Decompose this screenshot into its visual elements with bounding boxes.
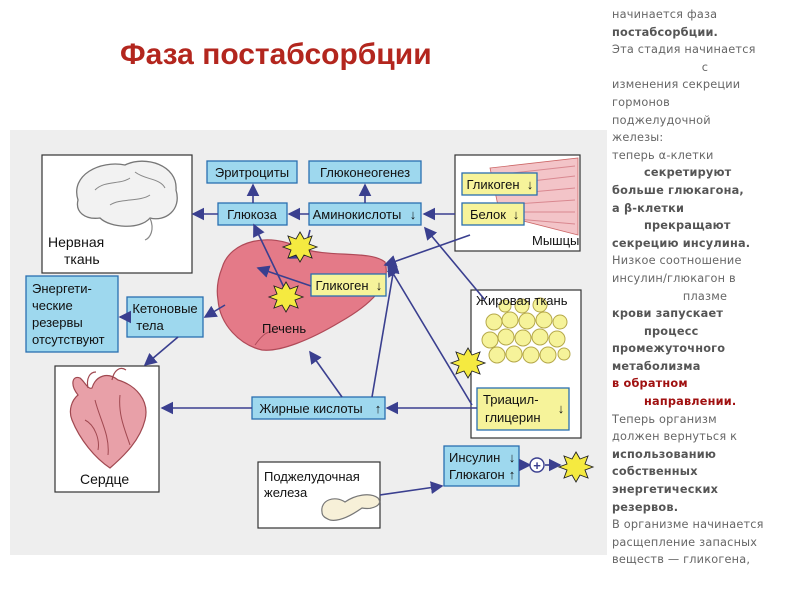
- plus-sign: +: [533, 458, 541, 473]
- side-line: инсулин/глюкагон в: [612, 271, 736, 285]
- muscle-glycogen-label: Гликоген: [466, 177, 519, 192]
- side-line: теперь α-клетки: [612, 148, 714, 162]
- pancreas-label-2: железа: [264, 485, 308, 500]
- liver-glycogen-down-arrow: ↓: [376, 278, 383, 293]
- side-line: постабсорбции.: [612, 25, 719, 39]
- amino-acids-down-arrow: ↓: [410, 207, 417, 222]
- side-line: веществ — гликогена,: [612, 553, 751, 567]
- ketone-box: Кетоновые тела: [126, 296, 204, 338]
- ketone-label-1: Кетоновые: [132, 301, 197, 316]
- side-line: использованию: [612, 447, 716, 461]
- side-line: Низкое соотношение: [612, 254, 742, 268]
- side-line: гормонов: [612, 95, 671, 109]
- energy-reserves-box: Энергети- ческие резервы отсутствуют: [25, 275, 119, 353]
- fatty-acids-up-arrow: ↑: [375, 401, 382, 416]
- side-line: поджелудочной: [612, 113, 711, 127]
- adipose-label: Жировая ткань: [476, 293, 568, 308]
- hormones-box: Инсулин ↓ Глюкагон ↑: [443, 445, 520, 487]
- side-text: начинается фаза постабсорбции. Эта стади…: [612, 0, 798, 600]
- side-line: процесс: [644, 324, 699, 338]
- fatty-acids-label: Жирные кислоты: [259, 401, 362, 416]
- side-line: больше глюкагона,: [612, 183, 744, 197]
- tag-label-2: глицерин: [485, 410, 541, 425]
- tag-down-arrow: ↓: [558, 401, 565, 416]
- protein-label: Белок: [470, 207, 506, 222]
- side-line: собственных: [612, 465, 698, 479]
- side-line: должен вернуться к: [612, 430, 738, 444]
- liver-glycogen-label: Гликоген: [315, 278, 368, 293]
- side-line: изменения секреции: [612, 78, 741, 92]
- pancreas-label-1: Поджелудочная: [264, 469, 360, 484]
- triacylglycerol-box: Триацил- глицерин ↓: [476, 387, 570, 431]
- heart-label: Сердце: [80, 471, 129, 487]
- side-line: прекращают: [644, 219, 731, 233]
- insulin-down-arrow: ↓: [509, 450, 516, 465]
- side-line: с: [701, 60, 709, 74]
- amino-acids-label: Аминокислоты: [313, 207, 402, 222]
- energy-label-3: резервы: [32, 315, 83, 330]
- gluconeogenesis-label: Глюконеогенез: [320, 165, 410, 180]
- erythrocytes-box: Эритроциты: [206, 160, 298, 184]
- side-line: в обратном: [612, 377, 688, 391]
- side-line: энергетических: [612, 483, 719, 497]
- side-line: метаболизма: [612, 359, 701, 373]
- side-line: а β-клетки: [612, 201, 685, 215]
- side-line: секретируют: [644, 166, 732, 180]
- side-line: железы:: [612, 131, 664, 145]
- fat-cells-icon: [481, 297, 571, 364]
- side-line: Эта стадия начинается: [612, 43, 756, 57]
- burst-icon: [267, 231, 595, 483]
- slide-title: Фаза постабсорбции: [120, 38, 432, 71]
- energy-label-1: Энергети-: [32, 281, 92, 296]
- glucagon-up-arrow: ↑: [509, 467, 516, 482]
- nervous-tissue-label-1: Нервная: [48, 234, 104, 250]
- side-line: промежуточного: [612, 342, 726, 356]
- pancreas-icon: [321, 494, 381, 521]
- ketone-label-2: тела: [136, 318, 164, 333]
- erythrocytes-label: Эритроциты: [215, 165, 289, 180]
- side-line: В организме начинается: [612, 518, 764, 532]
- side-line: плазме: [682, 289, 728, 303]
- muscle-glycogen-down-arrow: ↓: [527, 177, 534, 192]
- muscles-label: Мышцы: [532, 233, 579, 248]
- energy-label-2: ческие: [32, 298, 73, 313]
- glucose-box: Глюкоза: [217, 202, 288, 226]
- insulin-label: Инсулин: [449, 450, 500, 465]
- fatty-acids-box: Жирные кислоты ↑: [251, 396, 386, 420]
- gluconeogenesis-box: Глюконеогенез: [308, 160, 422, 184]
- liver-glycogen-box: Гликоген ↓: [310, 273, 387, 297]
- side-line: резервов.: [612, 500, 679, 514]
- glucose-label: Глюкоза: [227, 207, 278, 222]
- side-line: секрецию инсулина.: [612, 236, 751, 250]
- tag-label-1: Триацил-: [483, 392, 539, 407]
- side-line: начинается фаза: [612, 8, 718, 21]
- side-line: расщепление запасных: [612, 535, 758, 549]
- plus-circle: [529, 457, 545, 473]
- brain-icon: [76, 160, 178, 241]
- side-line: направлении.: [644, 395, 737, 409]
- heart-icon: [69, 367, 147, 469]
- energy-label-4: отсутствуют: [32, 332, 105, 347]
- metabolism-diagram: Эритроциты Глюконеогенез Глюкоза Аминоки…: [25, 154, 595, 529]
- liver-label: Печень: [262, 321, 306, 336]
- amino-acids-box: Аминокислоты ↓: [308, 202, 422, 226]
- nervous-tissue-label-2: ткань: [64, 251, 100, 267]
- protein-down-arrow: ↓: [513, 207, 520, 222]
- protein-box: Белок ↓: [461, 202, 525, 226]
- pathway-arrows: [118, 183, 562, 496]
- glucagon-label: Глюкагон: [449, 467, 505, 482]
- muscle-glycogen-box: Гликоген ↓: [461, 172, 538, 196]
- side-line: Теперь организм: [612, 412, 717, 426]
- side-line: крови запускает: [612, 307, 724, 321]
